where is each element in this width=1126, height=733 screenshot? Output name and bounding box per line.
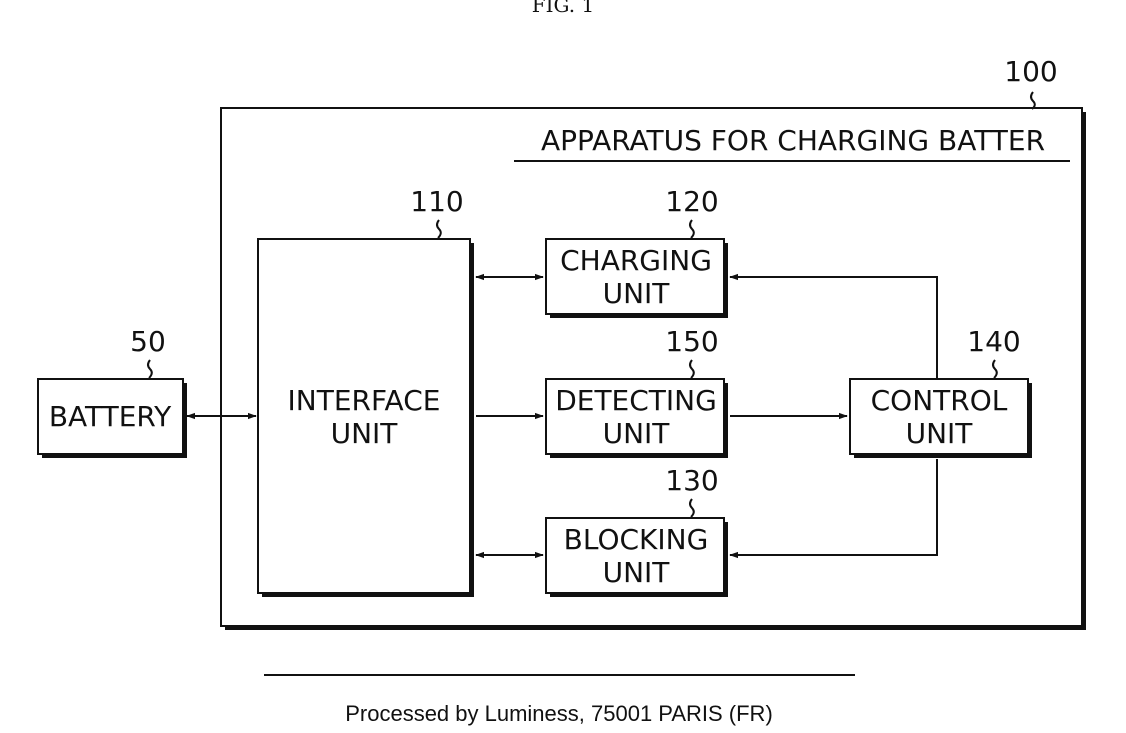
- detecting-label-line2: UNIT: [603, 417, 671, 450]
- figure-caption: FIG. 1: [532, 0, 594, 17]
- blocking-label-line2: UNIT: [603, 556, 671, 589]
- detecting-ref: 150: [665, 325, 718, 358]
- charging-label-line1: CHARGING: [560, 244, 712, 277]
- control-label-line1: CONTROL: [871, 384, 1008, 417]
- control-ref: 140: [967, 325, 1020, 358]
- detecting-unit-block: DETECTING UNIT: [546, 379, 728, 458]
- blocking-label-line1: BLOCKING: [564, 523, 709, 556]
- interface-label-line2: UNIT: [331, 417, 399, 450]
- detecting-label-line1: DETECTING: [555, 384, 717, 417]
- interface-label-line1: INTERFACE: [288, 384, 441, 417]
- control-label-line2: UNIT: [906, 417, 974, 450]
- control-unit-block: CONTROL UNIT: [850, 379, 1032, 458]
- charging-ref: 120: [665, 185, 718, 218]
- interface-unit-block: INTERFACE UNIT: [258, 239, 474, 597]
- battery-block: BATTERY: [38, 379, 187, 458]
- battery-label: BATTERY: [49, 400, 172, 433]
- charging-unit-block: CHARGING UNIT: [546, 239, 728, 318]
- footer-text: Processed by Luminess, 75001 PARIS (FR): [345, 701, 773, 726]
- battery-leader: [148, 360, 152, 378]
- blocking-ref: 130: [665, 464, 718, 497]
- interface-ref: 110: [410, 185, 463, 218]
- blocking-unit-block: BLOCKING UNIT: [546, 518, 728, 597]
- apparatus-title: APPARATUS FOR CHARGING BATTER: [541, 124, 1045, 157]
- apparatus-ref: 100: [1004, 55, 1057, 88]
- apparatus-leader: [1031, 92, 1035, 109]
- charging-label-line2: UNIT: [603, 277, 671, 310]
- battery-ref: 50: [130, 325, 166, 358]
